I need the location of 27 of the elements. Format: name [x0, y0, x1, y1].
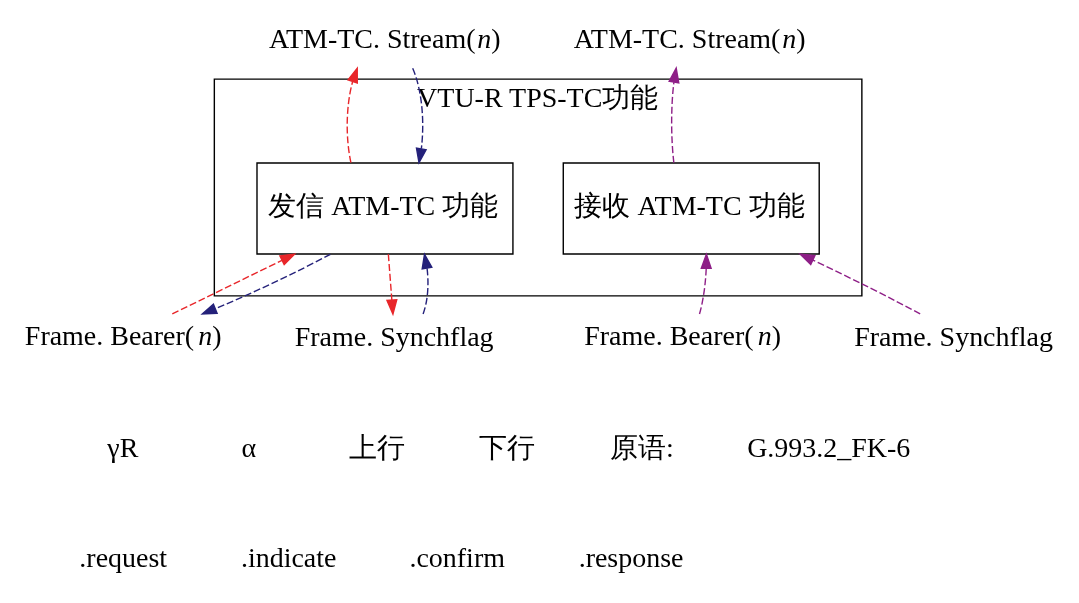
arrow [171, 253, 297, 315]
label: 上行 [349, 431, 406, 463]
node-text: Frame. Bearer(n) [24, 319, 222, 351]
arrow [798, 253, 921, 315]
legend-label: .request [79, 542, 168, 574]
node-box: 发信 ATM-TC 功能 [256, 162, 514, 255]
label: α [241, 431, 257, 463]
label: 原语: [610, 431, 674, 463]
arrow [346, 66, 358, 164]
label: γR [107, 431, 139, 463]
arrow [698, 252, 713, 315]
arrow [200, 253, 332, 315]
node-text: Frame. Synchflag [294, 321, 494, 353]
arrow [385, 253, 398, 317]
legend-label: .response [578, 542, 684, 574]
node-text: Frame. Synchflag [854, 321, 1054, 353]
label: G.993.2_FK-6 [747, 431, 911, 463]
arrow [412, 67, 428, 165]
legend-label: .confirm [409, 542, 505, 574]
node-text: ATM-TC. Stream(n) [268, 23, 501, 55]
legend-label: .indicate [240, 542, 337, 574]
node-box: 接收 ATM-TC 功能 [562, 162, 820, 255]
node-text: ATM-TC. Stream(n) [573, 23, 806, 55]
arrow [421, 252, 433, 315]
node-text: Frame. Bearer(n) [584, 319, 781, 351]
arrow [668, 66, 680, 164]
label: 下行 [479, 431, 536, 463]
